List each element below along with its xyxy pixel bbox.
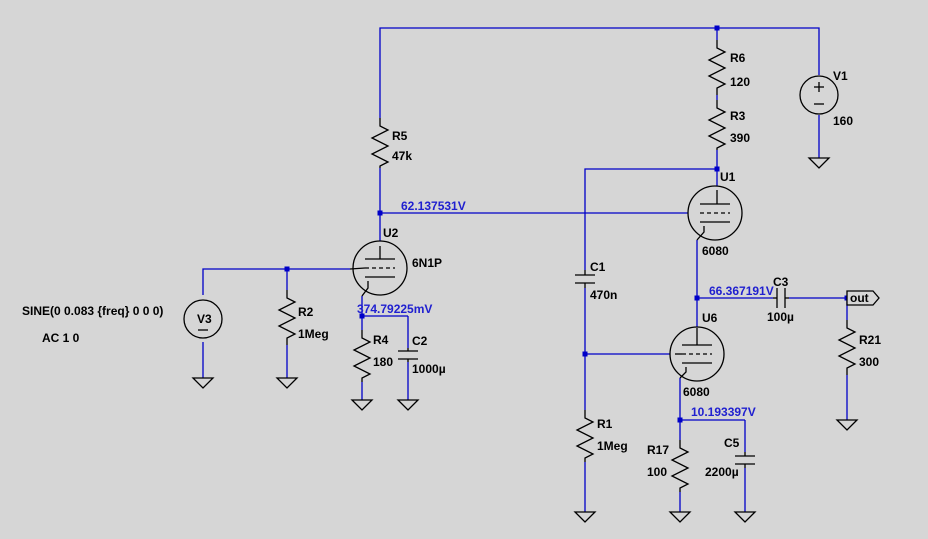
r17-name: R17 [647, 443, 669, 457]
tube-u6[interactable] [669, 326, 725, 382]
voltage-u2-plate: 62.137531V [401, 199, 466, 213]
c1-value: 470n [590, 288, 617, 302]
v1-value: 160 [833, 114, 853, 128]
junction-dots [284, 25, 850, 423]
resistor-r21[interactable] [837, 320, 857, 375]
r1-value: 1Meg [597, 439, 628, 453]
c3-value: 100µ [767, 310, 794, 324]
r4-name: R4 [373, 333, 389, 347]
capacitor-c3[interactable] [773, 288, 789, 308]
capacitor-c2[interactable] [398, 348, 418, 362]
resistor-r3[interactable] [707, 100, 727, 150]
u6-value: 6080 [683, 385, 710, 399]
r5-name: R5 [392, 129, 408, 143]
c2-value: 1000µ [412, 362, 446, 376]
r21-value: 300 [859, 355, 879, 369]
capacitor-c5[interactable] [735, 452, 755, 468]
c1-name: C1 [590, 260, 606, 274]
tube-u1[interactable] [687, 185, 743, 241]
resistor-r17[interactable] [670, 440, 690, 492]
tube-u2[interactable] [349, 240, 408, 297]
u1-value: 6080 [702, 244, 729, 258]
r2-value: 1Meg [298, 327, 329, 341]
voltage-source-v3[interactable] [183, 299, 223, 339]
r3-name: R3 [730, 109, 746, 123]
r6-name: R6 [730, 51, 746, 65]
v3-name: V3 [197, 312, 212, 326]
r4-value: 180 [373, 355, 393, 369]
resistor-r6[interactable] [707, 40, 727, 95]
c2-name: C2 [412, 334, 428, 348]
r6-value: 120 [730, 75, 750, 89]
voltage-source-v1[interactable] [799, 75, 839, 115]
component-labels: R6 120 R3 390 V1 160 R5 47k U1 6080 U2 6… [22, 51, 881, 479]
resistor-r5[interactable] [370, 118, 390, 168]
capacitor-c1[interactable] [575, 270, 595, 288]
voltage-u6-cathode: 10.193397V [691, 405, 756, 419]
r5-value: 47k [392, 149, 412, 163]
u1-name: U1 [720, 170, 736, 184]
c3-name: C3 [773, 275, 789, 289]
v1-name: V1 [833, 69, 848, 83]
net-label-out-text: out [850, 291, 869, 305]
v3-value: SINE(0 0.083 {freq} 0 0 0) [22, 304, 163, 318]
u2-name: U2 [383, 226, 399, 240]
net-label-out[interactable]: out [846, 290, 880, 306]
u6-name: U6 [702, 311, 718, 325]
r17-value: 100 [647, 465, 667, 479]
resistor-r4[interactable] [352, 330, 372, 382]
voltage-u6-plate: 66.367191V [709, 284, 774, 298]
u2-value: 6N1P [412, 256, 442, 270]
wires [202, 27, 848, 512]
r2-name: R2 [298, 305, 314, 319]
c5-name: C5 [724, 436, 740, 450]
ground-symbols [191, 157, 859, 523]
v3-ac: AC 1 0 [42, 331, 80, 345]
r1-name: R1 [597, 417, 613, 431]
resistor-r2[interactable] [277, 290, 297, 345]
voltage-u2-cathode: 374.79225mV [357, 302, 432, 316]
resistor-r1[interactable] [575, 410, 595, 462]
r3-value: 390 [730, 131, 750, 145]
c5-value: 2200µ [705, 465, 739, 479]
r21-name: R21 [859, 333, 881, 347]
voltage-annotations: 62.137531V 374.79225mV 66.367191V 10.193… [357, 199, 774, 419]
